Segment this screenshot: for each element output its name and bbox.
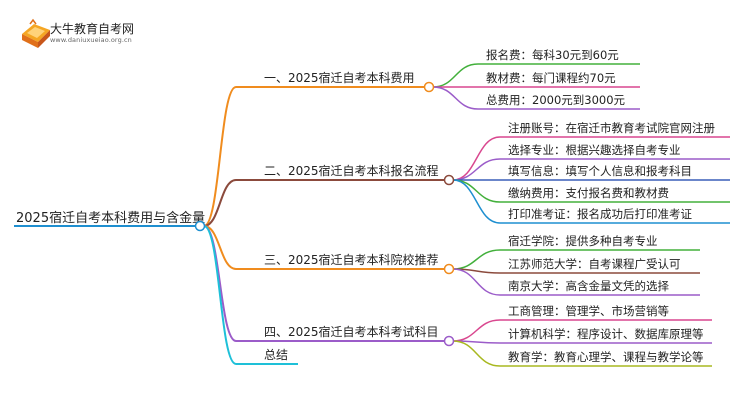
logo-name: 大牛教育自考网 [50, 22, 135, 36]
branch-edge [203, 179, 237, 227]
branch-collapse-knob[interactable] [443, 335, 455, 347]
leaf-label: 填写信息：填写个人信息和报考科目 [508, 164, 692, 178]
branch-edge [203, 86, 237, 227]
leaf-edge [452, 268, 501, 296]
leaf-edge [452, 249, 501, 270]
logo-url: www.daniuxueiao.org.cn [50, 36, 132, 44]
leaf-edge [452, 179, 501, 224]
leaf-edge [452, 319, 501, 342]
branch-label: 一、2025宿迁自考本科费用 [264, 70, 415, 85]
leaf-edge [452, 158, 501, 181]
leaf-label: 江苏师范大学：自考课程广受认可 [508, 257, 681, 271]
leaf-label: 教育学：教育心理学、课程与教学论等 [508, 350, 704, 364]
branch-edge [203, 225, 237, 342]
leaf-label: 注册账号：在宿迁市教育考试院官网注册 [508, 121, 715, 135]
leaf-label: 报名费：每科30元到60元 [486, 48, 619, 62]
mind-map-edges [14, 63, 730, 367]
leaf-label: 教材费：每门课程约70元 [486, 71, 616, 85]
mind-map-nodes: 2025宿迁自考本科费用与含金量 一、2025宿迁自考本科费用 报名费：每科30元到… [16, 48, 715, 364]
leaf-label: 缴纳费用：支付报名费和教材费 [508, 186, 669, 200]
leaf-label: 宿迁学院：提供多种自考专业 [508, 234, 658, 248]
branch-label: 二、2025宿迁自考本科报名流程 [264, 163, 439, 178]
leaf-label: 总费用：2000元到3000元 [486, 93, 626, 107]
branch-collapse-knob[interactable] [443, 263, 455, 275]
leaf-label: 南京大学：高含金量文凭的选择 [508, 279, 669, 293]
leaf-label: 工商管理：管理学、市场营销等 [508, 304, 669, 318]
root-node-label: 2025宿迁自考本科费用与含金量 [16, 210, 205, 226]
leaf-label: 选择专业：根据兴趣选择自考专业 [508, 143, 681, 157]
branch-edge [203, 225, 237, 365]
leaf-edge [452, 136, 501, 181]
leaf-edge [432, 86, 479, 110]
branch-collapse-knob[interactable] [423, 81, 435, 93]
leaf-edge [432, 63, 479, 88]
leaf-edge [452, 179, 501, 203]
root-collapse-knob[interactable] [194, 220, 206, 232]
branch-label: 总结 [264, 348, 288, 362]
branch-label: 四、2025宿迁自考本科考试科目 [264, 324, 439, 339]
branch-collapse-knob[interactable] [443, 174, 455, 186]
leaf-edge [452, 340, 501, 367]
branch-label: 三、2025宿迁自考本科院校推荐 [264, 252, 439, 267]
book-logo-icon [22, 18, 50, 48]
leaf-label: 计算机科学：程序设计、数据库原理等 [508, 327, 704, 341]
leaf-label: 打印准考证：报名成功后打印准考证 [508, 207, 692, 221]
